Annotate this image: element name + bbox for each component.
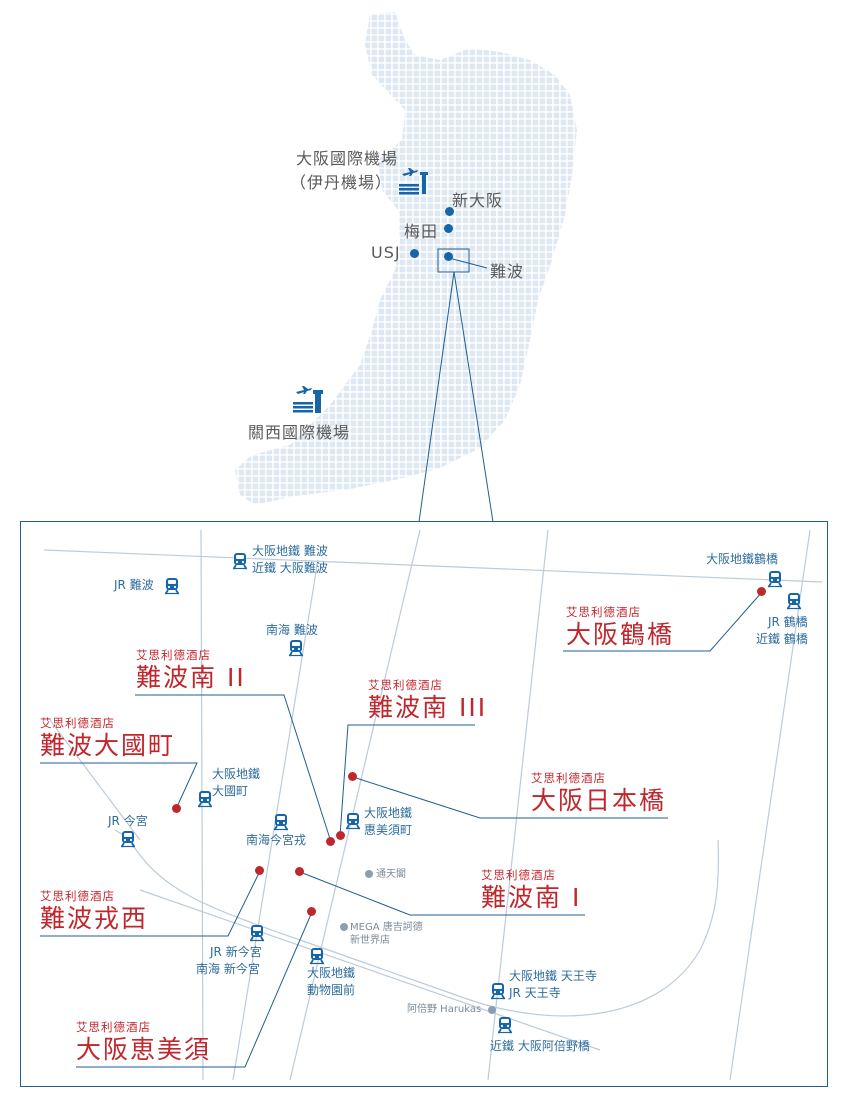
hotel-marker-namba-minami-1[interactable] [295,867,304,876]
hotel-label-namba-daikokucho[interactable]: 艾思利德酒店 難波大國町 [40,715,175,761]
namba-label: 難波 [490,262,525,281]
train-icon [490,982,506,1000]
airport-icon [292,384,326,420]
umeda-label: 梅田 [404,222,439,241]
hotel-marker-namba-ebisu-nishi[interactable] [255,866,264,875]
hotel-marker-osaka-ebisu[interactable] [307,907,316,916]
train-icon [249,924,265,942]
station-label: 大阪地鐵 惠美須町 [364,805,412,839]
station-nankai-namba: 南海 難波 [266,623,318,637]
hotel-brand: 艾思利德酒店 [40,716,115,730]
station-jr-tsuruhashi: JR 鶴橋 [768,615,808,629]
landmark-mega-donki-branch: 新世界店 [350,935,390,946]
train-icon [164,577,180,595]
hotel-label-namba-minami-1[interactable]: 艾思利德酒店 難波南 I [481,867,581,913]
airport-itami-label: 大阪國際機場 （伊丹機場） [290,145,399,193]
hotel-brand: 艾思利德酒店 [40,889,115,903]
hotel-marker-tsuruhashi[interactable] [757,587,766,596]
station-kintetsu-tsuruhashi: 近鐵 鶴橋 [756,632,808,646]
hotel-name-namba-minami-1: 難波南 I [481,883,582,912]
osaka-prefecture-shape [235,12,577,505]
hotel-brand: 艾思利德酒店 [76,1020,151,1034]
airport-itami-name: 大阪國際機場 [296,149,399,168]
station-jr-imamiya: JR 今宮 [108,814,148,828]
airport-icon [398,166,432,200]
hotel-label-namba-minami-2[interactable]: 艾思利德酒店 難波南 II [136,647,246,693]
station-metro-tennoji: 大阪地鐵 天王寺 [509,969,597,983]
airport-kansai-label: 關西國際機場 [248,423,351,442]
station-jr-tennoji: JR 天王寺 [509,986,561,1000]
station-kintetsu-abenobashi: 近鐵 大阪阿倍野橋 [490,1039,590,1053]
usj-label: USJ [371,243,401,262]
station-kintetsu-osaka-namba: 近鐵 大阪難波 [252,561,328,575]
train-icon [232,552,248,570]
landmark-abeno-harukas: 阿倍野 Harukas [407,1004,482,1015]
train-icon [309,947,325,965]
hotel-label-tsuruhashi[interactable]: 艾思利德酒店 大阪鶴橋 [566,604,674,650]
train-icon [273,813,289,831]
shin-osaka-dot [445,207,454,216]
hotel-label-osaka-nipponbashi[interactable]: 艾思利德酒店 大阪日本橋 [531,770,666,816]
namba-dot [444,252,453,261]
station-metro-namba: 大阪地鐵 難波 [252,544,328,558]
umeda-dot [444,224,453,233]
hotel-marker-namba-minami-2[interactable] [326,837,335,846]
hotel-name-osaka-nipponbashi: 大阪日本橋 [531,786,667,815]
hotel-marker-namba-minami-3[interactable] [336,831,345,840]
tsutenkaku-dot [365,870,373,878]
hotel-brand: 艾思利德酒店 [368,678,443,692]
station-nankai-imamiyaebisu: 南海今宮戎 [246,833,307,847]
hotel-label-namba-ebisu-nishi[interactable]: 艾思利德酒店 難波戎西 [40,888,148,934]
hotel-label-namba-minami-3[interactable]: 艾思利德酒店 難波南 III [368,677,487,723]
station-metro-daikokucho-line: 大阪地鐵 [212,767,261,781]
hotel-marker-osaka-nipponbashi[interactable] [348,772,357,781]
hotel-name-osaka-ebisu: 大阪恵美須 [76,1035,212,1064]
hotel-name-tsuruhashi: 大阪鶴橋 [566,620,675,649]
station-metro-tsuruhashi: 大阪地鐵鶴橋 [706,552,779,566]
abeno-harukas-dot [488,1006,496,1014]
airport-itami-alias: （伊丹機場） [290,173,393,192]
station-jr-shinimamiya: JR 新今宮 [210,945,262,959]
train-icon [288,639,304,657]
train-icon [120,830,136,848]
station-nankai-shinimamiya: 南海 新今宮 [196,962,260,976]
train-icon [786,592,802,610]
landmark-mega-donki-name: MEGA 唐吉訶德 [350,922,423,933]
train-icon [767,570,783,588]
station-label: 大阪地鐵 難波 近鐵 大阪難波 [252,543,328,577]
train-icon [197,790,213,808]
station-jr-namba: JR 難波 [114,578,154,592]
hotel-name-namba-ebisu-nishi: 難波戎西 [40,904,149,933]
station-label: 大阪地鐵 大國町 [212,766,260,800]
station-label: JR 鶴橋 近鐵 鶴橋 [756,614,808,648]
hotel-brand: 艾思利德酒店 [136,648,211,662]
shin-osaka-label: 新大阪 [452,191,504,210]
station-metro-daikokucho: 大國町 [212,784,249,798]
station-metro-ebisucho: 惠美須町 [364,823,413,837]
mega-donki-dot [340,923,348,931]
usj-dot [410,249,419,258]
hotel-brand: 艾思利德酒店 [481,868,556,882]
hotel-name-namba-minami-3: 難波南 III [368,693,488,722]
station-metro-dobutsuenmae-line: 大阪地鐵 [307,966,356,980]
station-metro-dobutsuenmae: 動物園前 [307,983,356,997]
hotel-name-namba-minami-2: 難波南 II [136,663,246,692]
landmark-mega-donki: MEGA 唐吉訶德 新世界店 [350,921,423,947]
station-label: 大阪地鐵 天王寺 JR 天王寺 [509,968,597,1002]
hotel-label-osaka-ebisu[interactable]: 艾思利德酒店 大阪恵美須 [76,1019,211,1065]
train-icon [497,1016,513,1034]
station-label: JR 新今宮 南海 新今宮 [196,944,262,978]
landmark-tsutenkaku: 通天閣 [376,869,406,880]
train-icon [345,812,361,830]
detail-map-frame [20,521,828,1087]
station-metro-ebisucho-line: 大阪地鐵 [364,806,413,820]
hotel-name-namba-daikokucho: 難波大國町 [40,731,176,760]
hotel-brand: 艾思利德酒店 [531,771,606,785]
hotel-brand: 艾思利德酒店 [566,605,641,619]
hotel-marker-namba-daikokucho[interactable] [172,804,181,813]
hotel-leader-lines [40,591,763,1068]
station-label: 大阪地鐵 動物園前 [307,965,355,999]
